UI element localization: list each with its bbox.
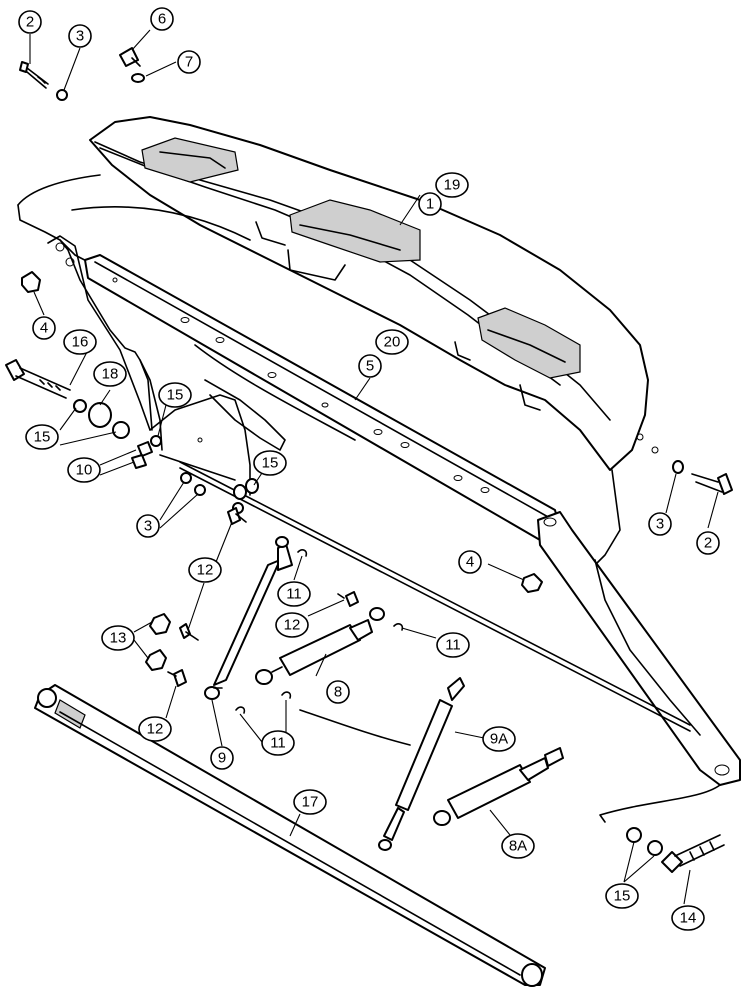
svg-text:11: 11 bbox=[445, 637, 461, 654]
hinge-plate bbox=[149, 379, 286, 496]
callout-10: 10 bbox=[67, 457, 101, 483]
callout-9a: 9A bbox=[482, 726, 516, 752]
svg-text:2: 2 bbox=[704, 535, 712, 552]
svg-text:15: 15 bbox=[262, 455, 279, 472]
svg-text:9: 9 bbox=[218, 750, 226, 767]
svg-text:11: 11 bbox=[270, 735, 286, 752]
callout-4: 4 bbox=[458, 550, 482, 574]
callout-11: 11 bbox=[261, 730, 295, 756]
gas-spring-9 bbox=[204, 536, 293, 700]
svg-text:10: 10 bbox=[76, 462, 93, 479]
svg-text:3: 3 bbox=[144, 518, 152, 535]
callout-11: 11 bbox=[277, 581, 311, 607]
callout-9: 9 bbox=[210, 746, 234, 770]
svg-text:12: 12 bbox=[147, 721, 164, 738]
svg-text:9A: 9A bbox=[490, 731, 508, 748]
callout-13: 13 bbox=[101, 625, 135, 651]
gas-spring-8 bbox=[255, 607, 385, 685]
callout-7: 7 bbox=[177, 50, 201, 74]
callout-18: 18 bbox=[93, 361, 127, 387]
callout-15: 15 bbox=[253, 450, 287, 476]
callout-5: 5 bbox=[358, 354, 382, 378]
callout-19: 19 bbox=[435, 172, 469, 198]
svg-text:8A: 8A bbox=[509, 838, 527, 855]
leader-lines bbox=[29, 29, 719, 905]
svg-text:3: 3 bbox=[76, 28, 84, 45]
callout-1: 1 bbox=[418, 192, 442, 216]
svg-text:12: 12 bbox=[197, 562, 214, 579]
svg-text:18: 18 bbox=[102, 366, 119, 383]
svg-text:11: 11 bbox=[286, 586, 302, 603]
svg-text:15: 15 bbox=[34, 429, 51, 446]
guide-rod bbox=[179, 461, 721, 823]
svg-text:4: 4 bbox=[40, 320, 48, 337]
callout-8: 8 bbox=[326, 680, 350, 704]
callout-8a: 8A bbox=[501, 833, 535, 859]
svg-text:1: 1 bbox=[426, 196, 434, 213]
callout-6: 6 bbox=[150, 7, 174, 31]
callout-20: 20 bbox=[375, 329, 409, 355]
gas-spring-9a bbox=[378, 677, 465, 851]
callout-15: 15 bbox=[605, 883, 639, 909]
callout-4: 4 bbox=[32, 316, 56, 340]
callout-3: 3 bbox=[136, 514, 160, 538]
svg-text:17: 17 bbox=[302, 794, 319, 811]
callout-15: 15 bbox=[158, 382, 192, 408]
callout-15: 15 bbox=[25, 424, 59, 450]
svg-text:12: 12 bbox=[284, 617, 301, 634]
svg-text:7: 7 bbox=[185, 54, 193, 71]
callout-14: 14 bbox=[671, 905, 705, 931]
callout-2: 2 bbox=[18, 10, 42, 34]
callout-3: 3 bbox=[68, 24, 92, 48]
svg-text:15: 15 bbox=[614, 888, 631, 905]
callout-3: 3 bbox=[648, 512, 672, 536]
callout-16: 16 bbox=[63, 329, 97, 355]
hardware bbox=[5, 47, 733, 873]
svg-text:8: 8 bbox=[334, 684, 342, 701]
svg-text:2: 2 bbox=[26, 14, 34, 31]
svg-text:6: 6 bbox=[158, 11, 166, 28]
svg-text:13: 13 bbox=[110, 630, 127, 647]
svg-text:15: 15 bbox=[167, 387, 184, 404]
callout-11: 11 bbox=[436, 632, 470, 658]
callout-12: 12 bbox=[188, 557, 222, 583]
callouts: 2 3 6 7 19 1 4 16 20 5 18 15 15 10 15 3 … bbox=[18, 7, 720, 931]
svg-text:16: 16 bbox=[72, 334, 89, 351]
right-arm bbox=[537, 511, 741, 786]
svg-text:19: 19 bbox=[444, 177, 461, 194]
callout-12: 12 bbox=[275, 612, 309, 638]
crossbar bbox=[71, 206, 561, 541]
callout-17: 17 bbox=[293, 789, 327, 815]
gas-spring-8a bbox=[433, 747, 564, 826]
hood-panel bbox=[89, 116, 659, 571]
callout-2: 2 bbox=[696, 531, 720, 555]
left-support-bracket bbox=[17, 174, 163, 451]
svg-text:3: 3 bbox=[656, 516, 664, 533]
callout-12: 12 bbox=[138, 716, 172, 742]
svg-text:4: 4 bbox=[466, 554, 474, 571]
svg-text:14: 14 bbox=[680, 910, 697, 927]
svg-text:5: 5 bbox=[366, 358, 374, 375]
svg-text:20: 20 bbox=[384, 334, 401, 351]
